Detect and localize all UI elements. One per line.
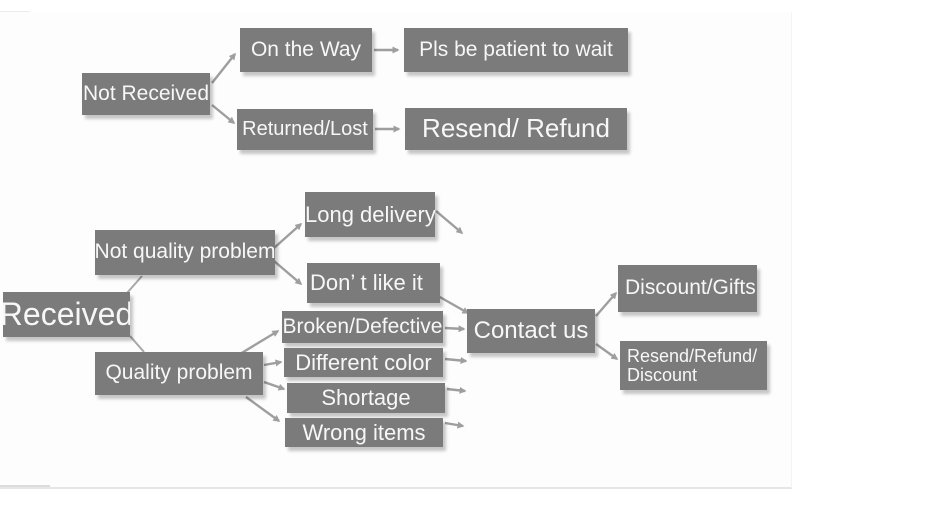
node-not-quality-problem: Not quality problem: [95, 230, 275, 275]
node-resend-refund: Resend/ Refund: [405, 108, 627, 150]
node-on-the-way: On the Way: [240, 28, 372, 72]
node-dont-like-it: Don’ t like it: [307, 263, 440, 303]
node-shortage: Shortage: [287, 383, 445, 413]
node-pls-be-patient: Pls be patient to wait: [404, 28, 628, 72]
node-wrong-items: Wrong items: [285, 418, 443, 447]
node-quality-problem: Quality problem: [95, 352, 263, 395]
frame-edge-bottom-left: [0, 485, 50, 487]
node-received: Received: [3, 292, 130, 337]
node-returned-lost: Returned/Lost: [237, 109, 373, 150]
node-different-color: Different color: [284, 348, 443, 377]
node-not-received: Not Received: [82, 73, 210, 115]
node-resend-refund-discount: Resend/Refund/ Discount: [620, 341, 767, 390]
frame-edge-top-left: [0, 11, 30, 12]
node-broken-defective: Broken/Defective: [282, 311, 443, 343]
node-discount-gifts: Discount/Gifts: [618, 265, 757, 312]
resend-refund-discount-line1: Resend/Refund/: [627, 345, 758, 366]
resend-refund-discount-line2: Discount: [627, 364, 698, 385]
node-long-delivery: Long delivery: [305, 192, 435, 237]
node-contact-us: Contact us: [467, 309, 595, 353]
